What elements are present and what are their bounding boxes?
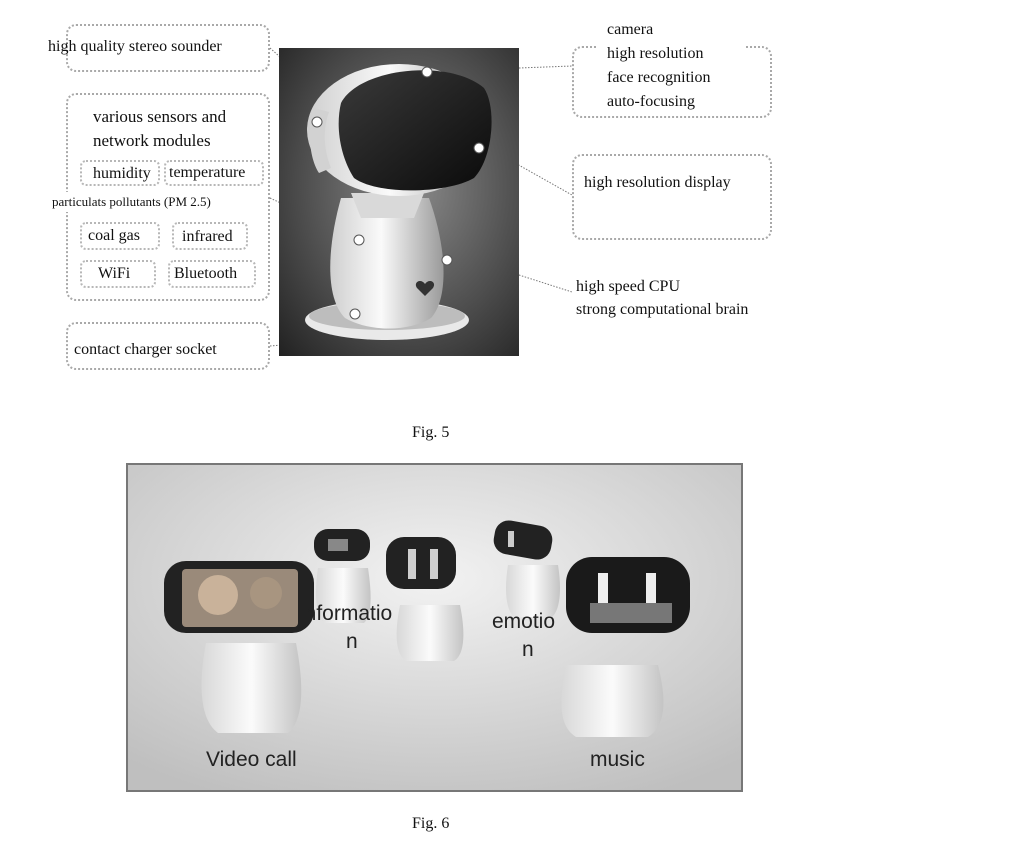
- infrared-box: [172, 222, 248, 250]
- bluetooth-label: Bluetooth: [174, 265, 238, 282]
- humidity-label: humidity: [93, 165, 151, 182]
- video-call-label: Video call: [206, 748, 297, 771]
- display-box: [572, 154, 772, 240]
- camera-label-line1: camera: [607, 21, 654, 38]
- coal-gas-label: coal gas: [88, 227, 140, 244]
- fig6-caption: Fig. 6: [412, 815, 450, 832]
- stereo-sounder-box: [66, 24, 270, 72]
- emotion-label-line2: n: [522, 638, 534, 661]
- temperature-box: [164, 160, 264, 186]
- wifi-label: WiFi: [98, 265, 131, 282]
- emotion-label-line1: emotio: [492, 610, 556, 633]
- infrared-label: infrared: [182, 228, 233, 245]
- robot-lineup-image: Video call informatio n emotio n music: [126, 463, 743, 792]
- information-label-line1: informatio: [300, 602, 393, 625]
- sensors-label-line2: network modules: [93, 131, 211, 150]
- cpu-label-line1: high speed CPU: [576, 278, 680, 295]
- robot-product-image: [279, 48, 519, 356]
- information-label-line2: n: [346, 630, 358, 653]
- bluetooth-box: [168, 260, 256, 288]
- camera-label-line4: auto-focusing: [607, 93, 695, 110]
- temperature-label: temperature: [169, 164, 246, 181]
- stereo-sounder-label: high quality stereo sounder: [48, 38, 222, 55]
- fig5-caption: Fig. 5: [412, 424, 450, 441]
- display-label: high resolution display: [584, 174, 731, 191]
- music-label: music: [590, 748, 645, 771]
- wifi-box: [80, 260, 156, 288]
- coal-gas-box: [80, 222, 160, 250]
- cpu-label-line2: strong computational brain: [576, 301, 749, 318]
- camera-label-bg: [596, 18, 746, 114]
- camera-label-line3: face recognition: [607, 69, 711, 86]
- pm25-label: particulats pollutants (PM 2.5): [52, 192, 211, 212]
- charger-label: contact charger socket: [74, 341, 217, 358]
- sensors-label-line1: various sensors and: [93, 107, 227, 126]
- humidity-box: [80, 160, 160, 186]
- charger-box: [66, 322, 270, 370]
- camera-label-line2: high resolution: [607, 45, 704, 62]
